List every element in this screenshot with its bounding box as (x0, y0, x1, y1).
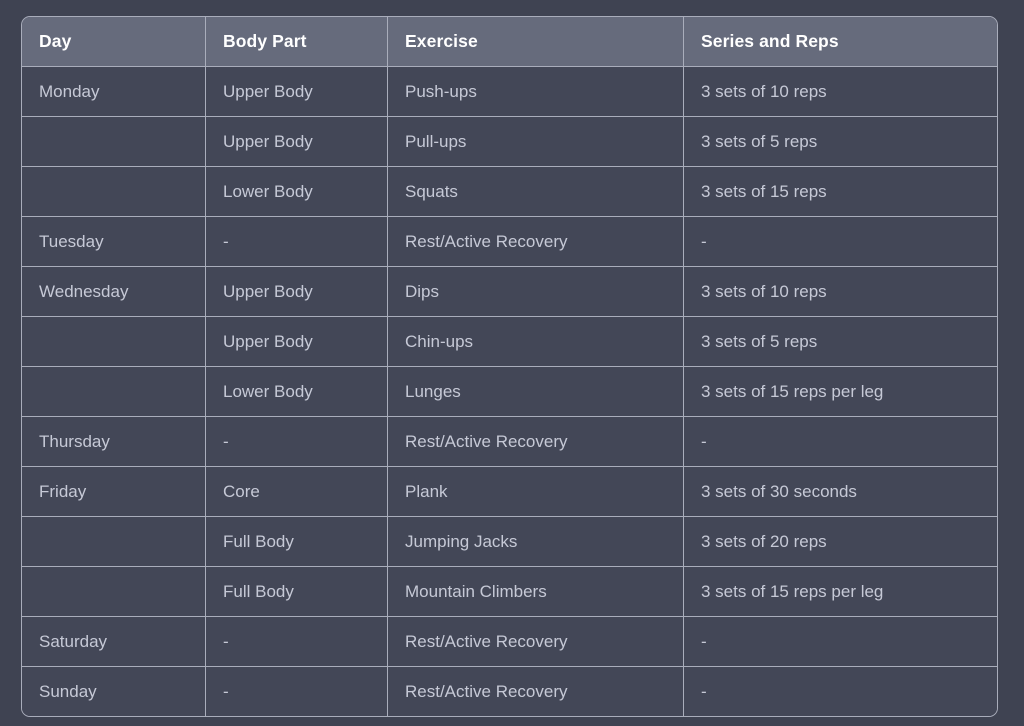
cell-body-part: Upper Body (206, 117, 388, 167)
cell-body-part: - (206, 417, 388, 467)
workout-schedule-table: Day Body Part Exercise Series and Reps M… (21, 16, 998, 717)
table-row: Tuesday-Rest/Active Recovery- (22, 217, 997, 267)
column-header-day: Day (22, 17, 206, 67)
cell-series-reps: - (684, 417, 997, 467)
cell-series-reps: 3 sets of 20 reps (684, 517, 997, 567)
cell-day: Friday (22, 467, 206, 517)
cell-day: Sunday (22, 667, 206, 716)
cell-exercise: Squats (388, 167, 684, 217)
cell-body-part: Lower Body (206, 367, 388, 417)
column-header-series: Series and Reps (684, 17, 997, 67)
cell-day: Tuesday (22, 217, 206, 267)
cell-exercise: Push-ups (388, 67, 684, 117)
workout-schedule-container: Day Body Part Exercise Series and Reps M… (21, 16, 998, 717)
header-row: Day Body Part Exercise Series and Reps (22, 17, 997, 67)
cell-exercise: Jumping Jacks (388, 517, 684, 567)
table-row: Saturday-Rest/Active Recovery- (22, 617, 997, 667)
cell-exercise: Rest/Active Recovery (388, 417, 684, 467)
cell-series-reps: 3 sets of 10 reps (684, 267, 997, 317)
cell-body-part: Core (206, 467, 388, 517)
cell-body-part: Lower Body (206, 167, 388, 217)
cell-body-part: Upper Body (206, 67, 388, 117)
cell-exercise: Mountain Climbers (388, 567, 684, 617)
cell-exercise: Chin-ups (388, 317, 684, 367)
cell-series-reps: - (684, 667, 997, 716)
cell-day (22, 117, 206, 167)
table-row: Sunday-Rest/Active Recovery- (22, 667, 997, 716)
table-header: Day Body Part Exercise Series and Reps (22, 17, 997, 67)
cell-series-reps: 3 sets of 5 reps (684, 117, 997, 167)
cell-series-reps: 3 sets of 15 reps per leg (684, 367, 997, 417)
cell-body-part: - (206, 617, 388, 667)
cell-day (22, 367, 206, 417)
cell-series-reps: 3 sets of 10 reps (684, 67, 997, 117)
cell-series-reps: 3 sets of 15 reps per leg (684, 567, 997, 617)
cell-exercise: Rest/Active Recovery (388, 217, 684, 267)
cell-exercise: Lunges (388, 367, 684, 417)
cell-day: Monday (22, 67, 206, 117)
cell-body-part: Upper Body (206, 267, 388, 317)
column-header-exercise: Exercise (388, 17, 684, 67)
cell-day (22, 517, 206, 567)
cell-series-reps: 3 sets of 15 reps (684, 167, 997, 217)
cell-body-part: Upper Body (206, 317, 388, 367)
cell-day (22, 167, 206, 217)
cell-day: Saturday (22, 617, 206, 667)
cell-day (22, 317, 206, 367)
cell-body-part: Full Body (206, 517, 388, 567)
cell-body-part: - (206, 217, 388, 267)
cell-series-reps: 3 sets of 5 reps (684, 317, 997, 367)
cell-exercise: Dips (388, 267, 684, 317)
cell-body-part: - (206, 667, 388, 716)
cell-body-part: Full Body (206, 567, 388, 617)
cell-exercise: Pull-ups (388, 117, 684, 167)
column-header-body-part: Body Part (206, 17, 388, 67)
cell-series-reps: - (684, 617, 997, 667)
cell-series-reps: 3 sets of 30 seconds (684, 467, 997, 517)
cell-day: Thursday (22, 417, 206, 467)
cell-day (22, 567, 206, 617)
cell-day: Wednesday (22, 267, 206, 317)
cell-exercise: Rest/Active Recovery (388, 617, 684, 667)
cell-exercise: Rest/Active Recovery (388, 667, 684, 716)
cell-exercise: Plank (388, 467, 684, 517)
table-row: Thursday-Rest/Active Recovery- (22, 417, 997, 467)
cell-series-reps: - (684, 217, 997, 267)
